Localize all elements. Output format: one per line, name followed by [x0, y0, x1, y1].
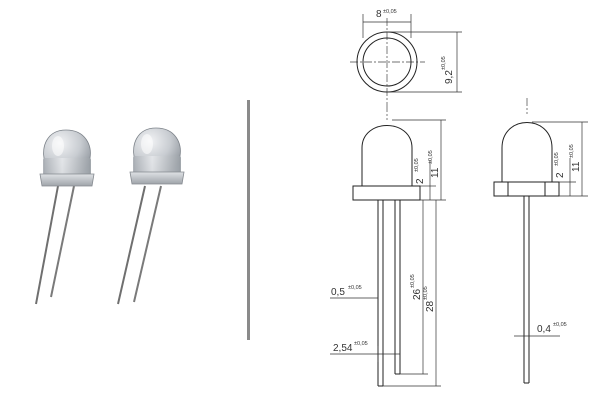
front-body-height-label: 11	[430, 167, 441, 178]
front-lead-width-tol: ±0,05	[348, 285, 362, 291]
front-pitch-tol: ±0,05	[354, 341, 368, 347]
led-photo-2	[117, 127, 185, 305]
side-view: 2 ±0,05 11 ±0,05 0,4 ±0,05	[493, 98, 588, 384]
top-flange-label: 9,2	[444, 70, 455, 84]
led-photo	[35, 127, 185, 305]
front-lead-width-label: 0,5	[331, 287, 345, 298]
top-flange-tol: ±0,05	[441, 56, 447, 70]
front-body-height-tol: ±0,05	[428, 150, 434, 164]
side-lead-thickness-tol: ±0,05	[553, 322, 567, 328]
top-diameter-label: 8	[376, 9, 382, 20]
side-lead-thickness-label: 0,4	[537, 324, 551, 335]
front-long-lead-tol: ±0,05	[423, 286, 429, 300]
front-long-lead-label: 28	[425, 300, 436, 312]
top-diameter-tol: ±0,05	[383, 9, 397, 15]
vertical-separator	[247, 100, 250, 340]
side-body-height-label: 11	[571, 161, 582, 172]
front-short-lead-tol: ±0,05	[410, 274, 416, 288]
side-body-height-tol: ±0,05	[569, 144, 575, 158]
front-pitch-label: 2,54	[333, 343, 353, 354]
front-view: 2 ±0,05 11 ±0,05 26 ±0,05 28 ±0,05 0,5 ±…	[330, 104, 446, 387]
side-flange-height-label: 2	[555, 172, 566, 178]
top-view: 8 ±0,05 9,2 ±0,05	[350, 9, 462, 104]
front-short-lead-label: 26	[412, 288, 423, 300]
side-flange-height-tol: ±0,05	[554, 152, 560, 166]
front-flange-height-label: 2	[415, 178, 426, 184]
led-photo-1	[35, 129, 95, 305]
front-flange-height-tol: ±0,05	[414, 158, 420, 172]
